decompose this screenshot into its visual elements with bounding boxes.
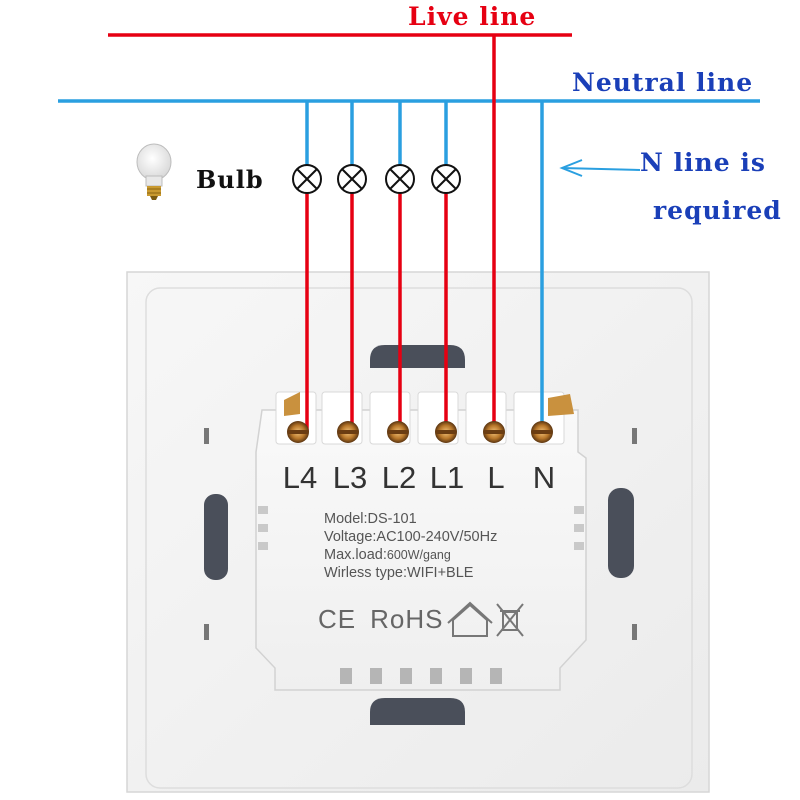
terminal-label-l: L (487, 460, 505, 495)
terminal-label-l1: L1 (429, 460, 465, 495)
lamp-symbol-icon (431, 164, 461, 194)
switch-panel (126, 271, 710, 793)
bulb-icon (136, 143, 172, 200)
terminal-label-l2: L2 (381, 460, 417, 495)
spec-max-load-value: 600W/gang (386, 548, 451, 562)
ce-mark: CE (318, 604, 357, 634)
weee-bin-icon (496, 603, 524, 637)
arrow-left-icon (559, 159, 641, 177)
terminal-label-n: N (532, 460, 556, 495)
neutral-line-label: Neutral line (572, 68, 754, 97)
right-clip-slot (608, 488, 634, 578)
left-clip-slot (204, 494, 228, 580)
spec-max-load-prefix: Max.load: (324, 547, 387, 563)
spec-model: Model:DS-101 (324, 511, 417, 527)
rohs-mark: RoHS (370, 604, 444, 634)
lamp-symbol-icon (292, 164, 322, 194)
lamp-symbol-icon (385, 164, 415, 194)
n-line-note-1: N line is (640, 148, 766, 177)
terminal-label-l4: L4 (282, 460, 318, 495)
top-clip-slot (370, 345, 465, 368)
bottom-clip-slot (370, 698, 465, 725)
lamp-symbol-icon (337, 164, 367, 194)
terminal-label-l3: L3 (332, 460, 368, 495)
spec-max-load: Max.load:600W/gang (324, 548, 451, 563)
spec-wireless: Wirless type:WIFI+BLE (324, 565, 474, 581)
lamp-symbols (292, 164, 461, 194)
load-wires (305, 35, 496, 432)
terminal-screws (287, 421, 553, 443)
certification-marks: CE RoHS (318, 606, 457, 632)
bulb-label: Bulb (196, 165, 264, 194)
neutral-drops (305, 101, 544, 432)
n-line-note-2: required (653, 196, 782, 225)
house-icon (447, 601, 493, 637)
spec-voltage: Voltage:AC100-240V/50Hz (324, 529, 498, 545)
live-line-label: Live line (408, 2, 537, 31)
